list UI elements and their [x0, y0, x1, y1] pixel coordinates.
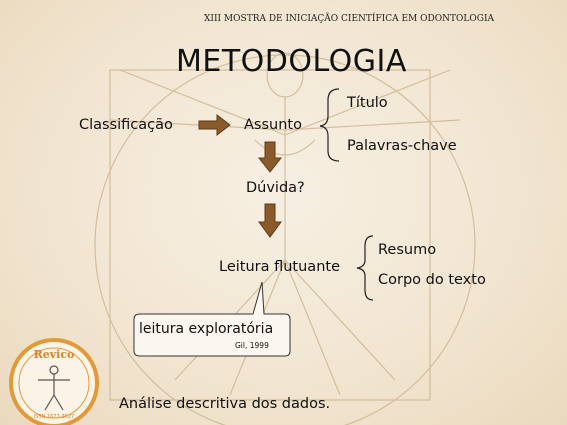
titulo-label: Título — [347, 95, 388, 111]
leitura-flutuante-label: Leitura flutuante — [219, 259, 340, 275]
resumo-label: Resumo — [378, 242, 437, 258]
classificacao-label: Classificação — [79, 117, 173, 133]
slide-title: METODOLOGIA — [176, 44, 407, 79]
svg-text:ISSN 1677-3527: ISSN 1677-3527 — [34, 414, 74, 420]
revico-logo: Revico ISSN 1677-3527 — [9, 338, 99, 425]
duvida-label: Dúvida? — [246, 180, 305, 196]
svg-text:Revico: Revico — [34, 348, 75, 361]
palavras-chave-label: Palavras-chave — [347, 138, 457, 154]
callout-citation: Gil, 1999 — [235, 341, 269, 350]
assunto-label: Assunto — [244, 117, 302, 133]
callout-bubble — [133, 281, 291, 357]
event-header: XIII MOSTRA DE INICIAÇÃO CIENTÍFICA EM O… — [204, 14, 494, 24]
left-brace-icon — [319, 88, 340, 162]
left-brace-icon — [356, 235, 374, 301]
down-arrow-icon — [258, 203, 282, 238]
analise-descritiva-label: Análise descritiva dos dados. — [119, 396, 331, 412]
down-arrow-icon — [257, 141, 283, 173]
callout-text: leitura exploratória — [139, 321, 274, 337]
right-arrow-icon — [198, 113, 231, 137]
corpo-do-texto-label: Corpo do texto — [378, 272, 486, 288]
